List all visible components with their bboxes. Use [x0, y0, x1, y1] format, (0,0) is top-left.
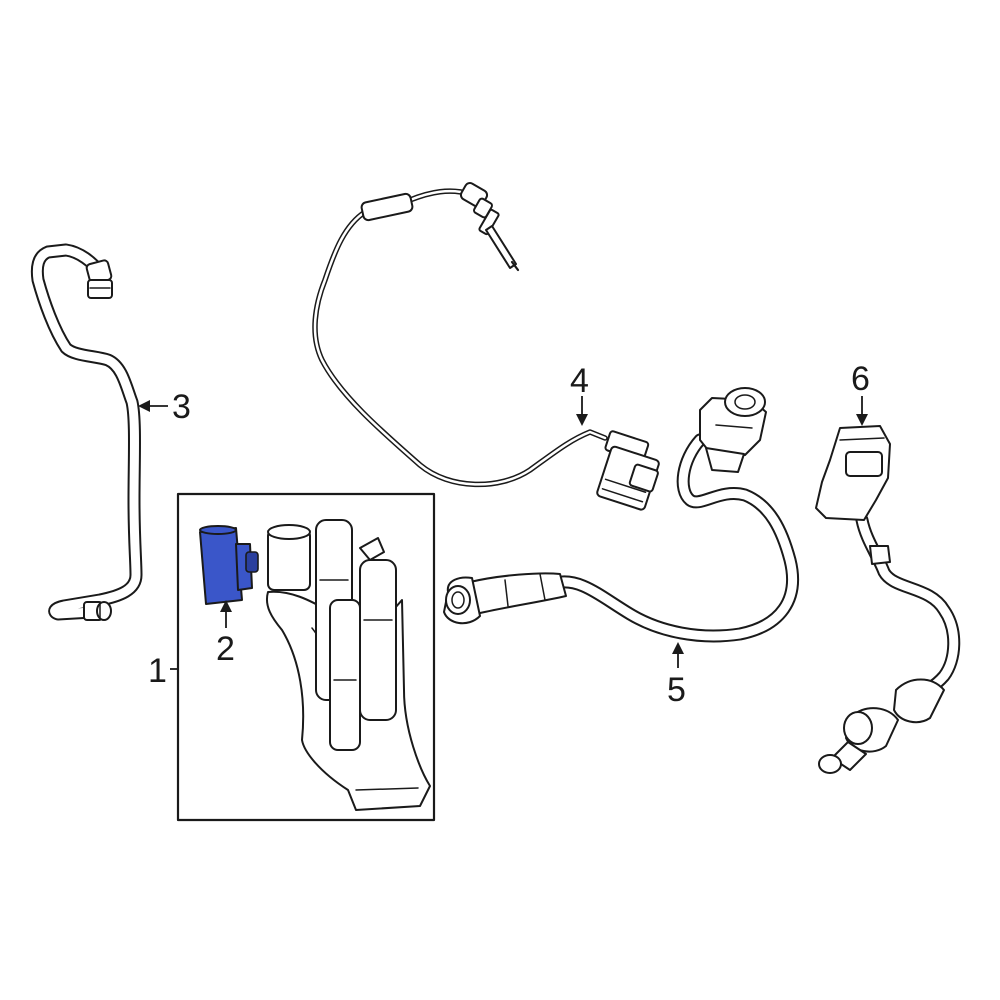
callout-6[interactable]: 6 — [851, 360, 870, 426]
callout-2[interactable]: 2 — [216, 600, 235, 668]
callout-1-label: 1 — [148, 652, 167, 690]
part-5-oxygen-sensor[interactable] — [443, 387, 800, 643]
callout-1[interactable]: 1 — [148, 652, 178, 690]
part-1-assembly-box[interactable] — [176, 492, 436, 822]
callout-6-label: 6 — [851, 360, 870, 398]
callout-4[interactable]: 4 — [570, 362, 589, 426]
callout-5-label: 5 — [667, 671, 686, 709]
part-3-pressure-line[interactable] — [30, 243, 143, 621]
callout-2-label: 2 — [216, 630, 235, 668]
part-6-oxygen-sensor[interactable] — [815, 425, 961, 774]
callout-3-label: 3 — [172, 388, 191, 426]
callout-3[interactable]: 3 — [138, 388, 191, 426]
part-2-highlighted-component[interactable] — [199, 525, 259, 605]
callout-5[interactable]: 5 — [667, 642, 686, 709]
part-4-temperature-sensor[interactable] — [312, 181, 666, 511]
callout-4-label: 4 — [570, 362, 589, 400]
